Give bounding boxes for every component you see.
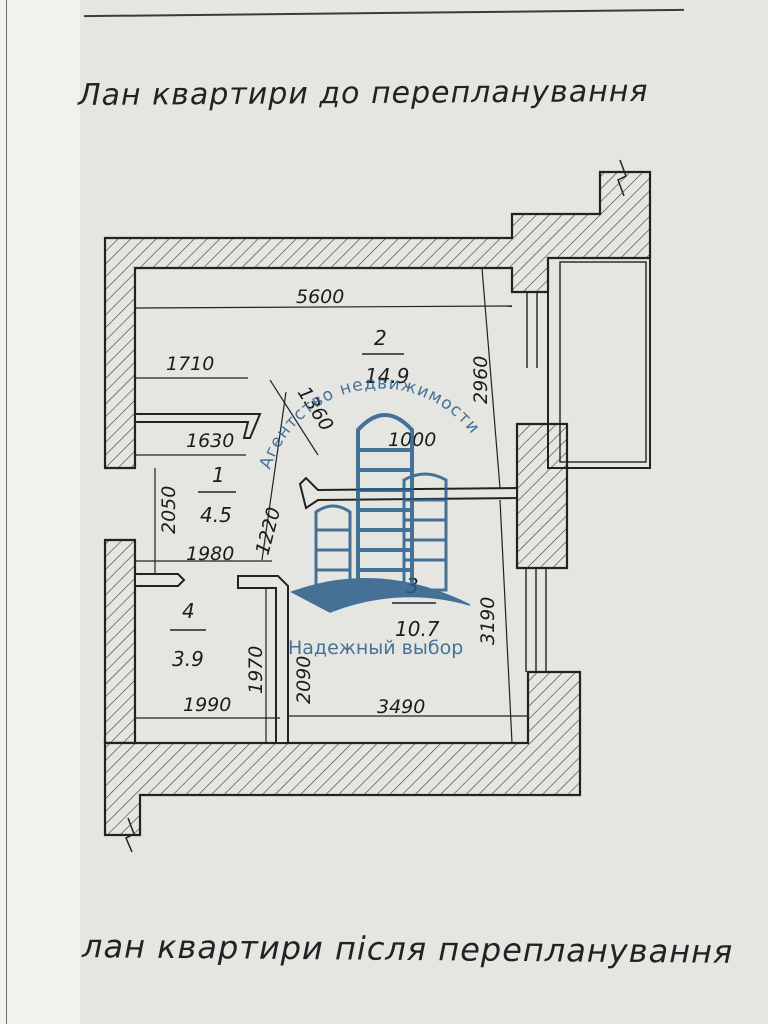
room-2-area: 14.9	[365, 364, 410, 388]
watermark-arc-path-text: Агентство недвижимости	[256, 373, 483, 471]
left-lower-wall	[103, 538, 137, 745]
partition-room4-right	[237, 575, 289, 744]
watermark-arc-text: Агентство недвижимости	[256, 373, 484, 471]
dim-5600: 5600	[296, 286, 344, 308]
bottom-wall	[103, 670, 582, 837]
dim-3490: 3490	[377, 696, 425, 718]
building-logo-icon	[290, 413, 471, 613]
room-4-number: 4	[182, 599, 195, 623]
room-1-number: 1	[212, 463, 225, 487]
page-edge-line	[6, 0, 7, 1024]
room-2-number: 2	[374, 326, 387, 350]
balcony-inner	[559, 261, 647, 463]
interior-partitions	[134, 413, 518, 744]
room-4-label: 4 3.9	[170, 599, 206, 671]
dim-1980: 1980	[186, 543, 234, 565]
dimension-lines	[134, 267, 528, 744]
walls	[103, 170, 652, 837]
partition-room1-bottom	[134, 573, 186, 587]
dim-1220: 1220	[252, 505, 286, 557]
dim-1990: 1990	[183, 694, 231, 716]
dim-1970: 1970	[245, 646, 267, 694]
partition-middle	[298, 476, 518, 510]
watermark-slogan: Надежный выбор	[288, 637, 463, 659]
agency-watermark: Агентство недвижимости Надежный выбор	[256, 373, 484, 659]
break-marks	[125, 159, 627, 853]
dim-2090: 2090	[293, 656, 315, 704]
balcony-outline	[547, 257, 651, 469]
top-wall	[103, 170, 652, 470]
dim-1630: 1630	[186, 430, 234, 452]
dim-1710: 1710	[166, 353, 214, 375]
room-1-area: 4.5	[200, 503, 232, 527]
room-2-label: 2 14.9	[362, 326, 410, 388]
room-1-label: 1 4.5	[198, 463, 236, 527]
room-3-area: 10.7	[395, 617, 440, 641]
dim-2960: 2960	[470, 356, 492, 404]
dim-3190: 3190	[477, 597, 499, 645]
room-4-area: 3.9	[172, 647, 204, 671]
drawing-sheet	[80, 0, 768, 1024]
right-pier	[515, 422, 569, 570]
dim-2050: 2050	[158, 486, 180, 534]
partition-room1-top	[134, 413, 262, 439]
balcony	[525, 257, 651, 672]
